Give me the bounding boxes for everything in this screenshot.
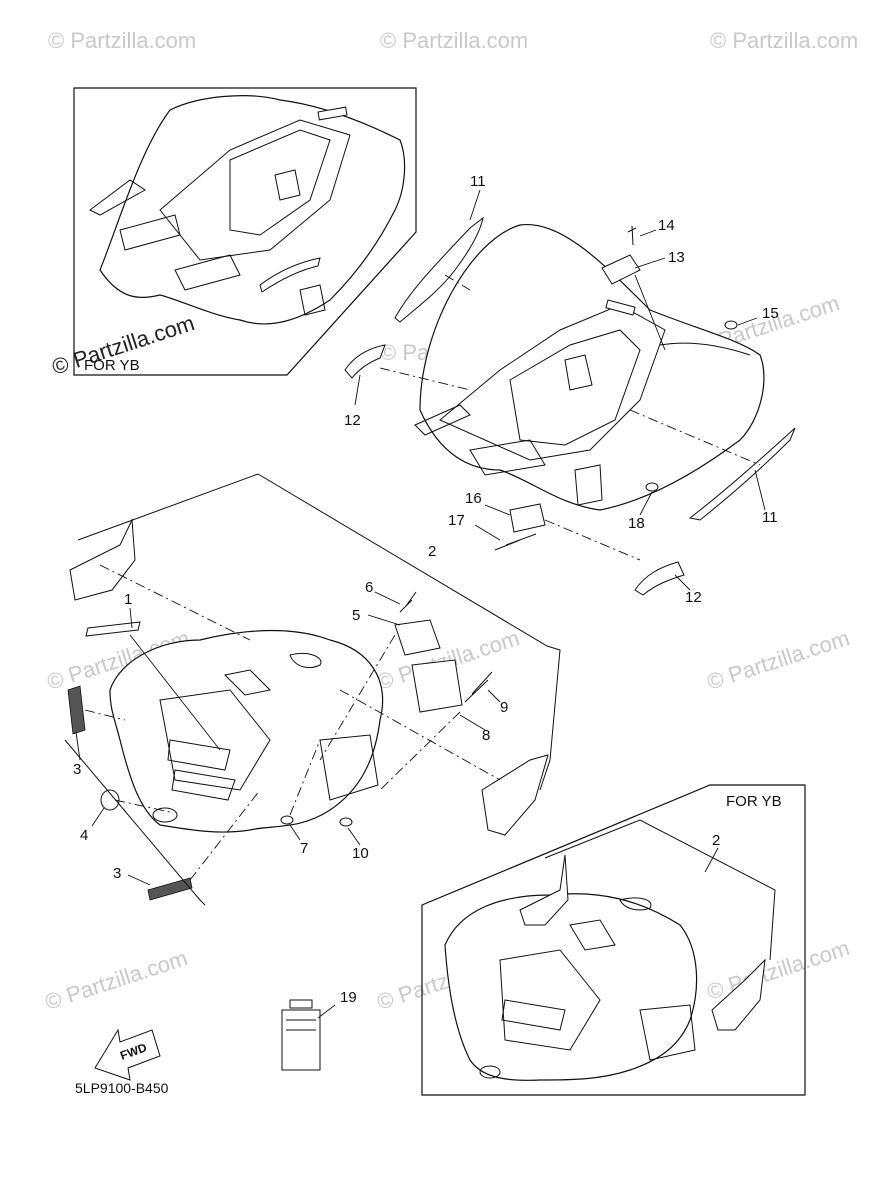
decal-yamaha-yb — [711, 958, 766, 1031]
storage-box — [439, 304, 666, 461]
callout-10: 10 — [352, 845, 369, 862]
front-fender-yb — [444, 893, 698, 1081]
rear-emblem-right — [634, 561, 685, 596]
front-fender — [109, 629, 384, 833]
callout-2: 2 — [428, 543, 436, 560]
callout-12: 12 — [685, 589, 702, 606]
decal-side-yb — [259, 257, 321, 293]
callout-3: 3 — [113, 865, 121, 882]
front-decal-top — [69, 518, 136, 601]
front-fender-assembly — [109, 629, 384, 833]
inset-bottom-right: FOR YB — [421, 784, 806, 1096]
callout-15: 15 — [762, 305, 779, 322]
plate-8 — [411, 659, 463, 713]
rivet-14 — [627, 225, 637, 246]
emblem-yamaha — [605, 299, 636, 316]
watermark: © Partzilla.com — [48, 28, 196, 53]
callout-18: 18 — [628, 515, 645, 532]
callout-13: 13 — [668, 249, 685, 266]
inset-label: FOR YB — [84, 357, 140, 374]
caution-label-19 — [281, 1009, 321, 1071]
decal-yamaha-front — [481, 754, 549, 836]
grommet-18 — [645, 482, 659, 492]
decal-1 — [85, 621, 141, 637]
grommet-15 — [724, 320, 738, 330]
callout-6: 6 — [365, 579, 373, 596]
callout-14: 14 — [658, 217, 675, 234]
watermark: © Partzilla.com — [710, 28, 858, 53]
rivet-17 — [494, 533, 537, 551]
decal-3-left — [67, 685, 86, 735]
callout-11: 11 — [470, 173, 486, 190]
inset-frame — [73, 87, 417, 376]
callouts: 11 14 13 15 12 11 16 17 18 12 2 6 5 1 9 … — [73, 173, 779, 1006]
decal-3-bottom — [147, 877, 193, 901]
inset-frame — [421, 784, 806, 1096]
watermark: © Partzilla.com — [704, 935, 853, 1005]
callout-8: 8 — [482, 727, 490, 744]
reflector-4 — [100, 789, 120, 811]
rear-fender — [419, 224, 765, 511]
plate-13 — [601, 254, 641, 285]
fwd-arrow-icon — [94, 1028, 161, 1081]
rivet-6 — [399, 591, 417, 613]
callout-19: 19 — [340, 989, 357, 1006]
storage-box-outline — [159, 119, 351, 261]
grommet-7 — [280, 815, 294, 825]
rear-emblem-left — [344, 344, 386, 379]
rear-fender-assembly — [414, 224, 765, 511]
watermark: © Partzilla.com — [704, 625, 853, 695]
plate-5 — [394, 619, 441, 656]
callout-4: 4 — [80, 827, 88, 844]
callout-5: 5 — [352, 607, 360, 624]
callout-3: 3 — [73, 761, 81, 778]
inset-top-left: FOR YB — [73, 87, 417, 376]
assembly-outline-2 — [77, 473, 561, 791]
inset-label: FOR YB — [726, 793, 782, 810]
leader-lines — [75, 189, 766, 1019]
fwd-arrow: FWD — [94, 1028, 161, 1081]
diagram-code: 5LP9100-B450 — [75, 1080, 169, 1096]
callout-11: 11 — [762, 509, 778, 526]
watermark: © Partzilla.com — [42, 945, 191, 1015]
watermark: © Partzilla.com — [380, 28, 528, 53]
callout-12: 12 — [344, 412, 361, 429]
plate-16 — [509, 503, 546, 533]
callout-16: 16 — [465, 490, 482, 507]
rivet-9 — [464, 671, 493, 703]
emblem-yamaha — [317, 106, 348, 121]
decal-yb-top — [519, 854, 569, 926]
callout-9: 9 — [500, 699, 508, 716]
rear-decal-left — [394, 216, 484, 323]
callout-7: 7 — [300, 840, 308, 857]
callout-17: 17 — [448, 512, 465, 529]
grommet-10 — [339, 817, 353, 827]
rear-fender-yb — [99, 95, 406, 325]
rear-decal-right — [688, 427, 796, 521]
callout-1: 1 — [124, 591, 132, 608]
callout-2: 2 — [712, 832, 720, 849]
